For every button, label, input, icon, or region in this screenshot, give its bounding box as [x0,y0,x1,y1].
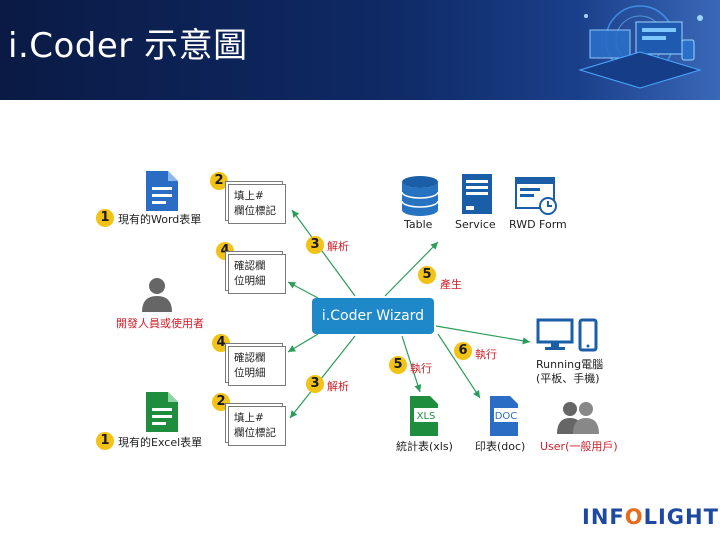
users-group-icon [557,402,599,434]
computer-monitor-icon [536,318,574,350]
wizard-label: i.Coder Wizard [321,308,425,324]
step-badge-1: 1 [96,209,114,227]
running-sub-label: (平板、手機) [536,372,600,385]
confirm-note2-line2: 位明細 [234,367,266,379]
fill-note-line1: 填上# [234,190,264,202]
logo-part3: LIGHT [643,505,719,529]
step-badge-3b: 3 [306,375,324,393]
xls-report-label: 統計表(xls) [396,440,453,453]
xls-file-icon: XLS [410,396,438,436]
developer-label: 開發人員或使用者 [116,317,204,330]
step-badge-2b: 2 [212,393,230,411]
fill-note2-line1: 填上# [234,412,264,424]
word-form-label: 現有的Word表單 [118,213,202,226]
execute-label-2: 執行 [475,348,497,361]
excel-form-label: 現有的Excel表單 [118,436,203,449]
excel-document-icon [146,392,178,432]
running-label: Running電腦 [536,358,604,371]
confirm-fields-note-2: 確認欄 位明細 [228,346,286,386]
fill-note-line2: 欄位標記 [234,205,276,217]
fill-tag-note-2: 填上# 欄位標記 [228,406,286,446]
xls-file-text: XLS [417,411,436,422]
confirm-note-line2: 位明細 [234,275,266,287]
parse-label: 解析 [327,240,349,253]
step-badge-4b: 4 [212,334,230,352]
rwd-form-label: RWD Form [509,218,567,231]
step-badge-6: 6 [454,342,472,360]
step-badge-5b: 5 [389,356,407,374]
developer-person-icon [142,278,172,312]
database-table-icon [401,176,439,216]
tech-illustration [578,5,703,89]
step-badge-1b: 1 [96,432,114,450]
rwd-form-icon [515,177,557,215]
execute-label: 執行 [410,362,432,375]
infolight-logo: INFOLIGHT [582,505,719,529]
table-label: Table [404,218,433,231]
doc-file-icon: DOC [490,396,518,436]
page-title: i.Coder 示意圖 [8,26,248,66]
confirm-note2-line1: 確認欄 [234,352,266,364]
header-banner: i.Coder 示意圖 [0,0,720,100]
logo-part1: INF [582,505,625,529]
doc-file-text: DOC [495,411,518,422]
fill-tag-note: 填上# 欄位標記 [228,184,286,224]
service-label: Service [455,218,496,231]
generate-label: 產生 [440,278,462,291]
step-badge-2: 2 [210,172,228,190]
doc-report-label: 印表(doc) [475,440,526,453]
parse-label-2: 解析 [327,380,349,393]
word-document-icon [146,171,178,211]
icoder-wizard-node: i.Coder Wizard [312,298,434,334]
user-label: User(一般用戶) [540,440,618,453]
mobile-phone-icon [578,318,598,352]
fill-note2-line2: 欄位標記 [234,427,276,439]
server-icon [462,174,492,214]
step-badge-3: 3 [306,236,324,254]
confirm-fields-note: 確認欄 位明細 [228,254,286,294]
logo-part2: O [624,505,644,529]
confirm-note-line1: 確認欄 [234,260,266,272]
step-badge-5: 5 [418,266,436,284]
